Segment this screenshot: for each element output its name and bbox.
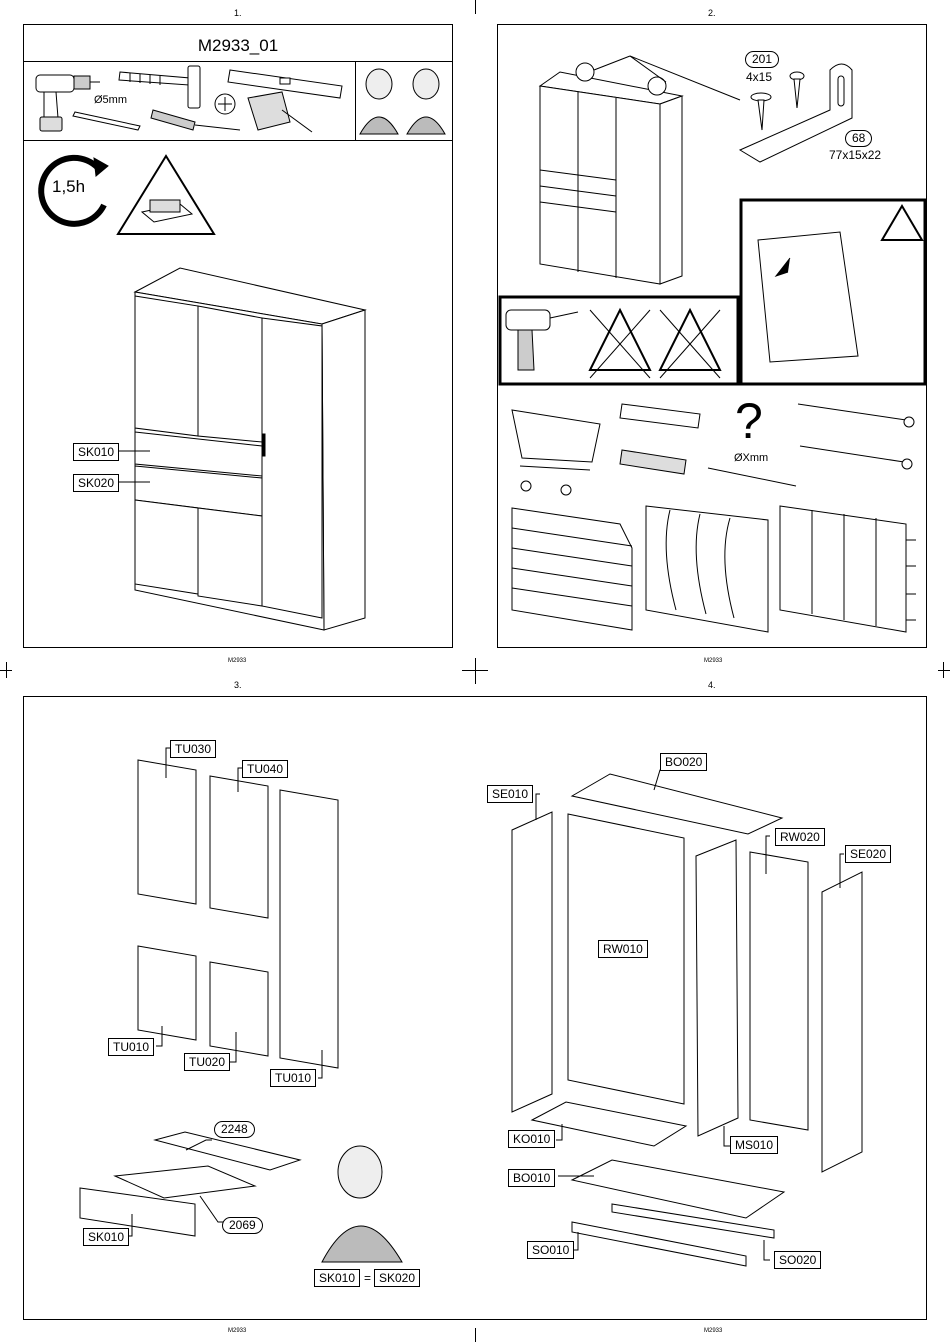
part-label-bo010: BO010 bbox=[508, 1169, 555, 1187]
carcass-parts bbox=[512, 774, 862, 1266]
part-label-rw010: RW010 bbox=[598, 940, 648, 958]
part-label-se020: SE020 bbox=[845, 845, 891, 863]
part-label-se010: SE010 bbox=[487, 785, 533, 803]
part-label-bo020: BO020 bbox=[660, 753, 707, 771]
part-label-ko010: KO010 bbox=[508, 1130, 555, 1148]
part-label-so020: SO020 bbox=[774, 1251, 821, 1269]
part-label-so010: SO010 bbox=[527, 1241, 574, 1259]
part-label-ms010: MS010 bbox=[730, 1136, 778, 1154]
part-label-rw020: RW020 bbox=[775, 828, 825, 846]
